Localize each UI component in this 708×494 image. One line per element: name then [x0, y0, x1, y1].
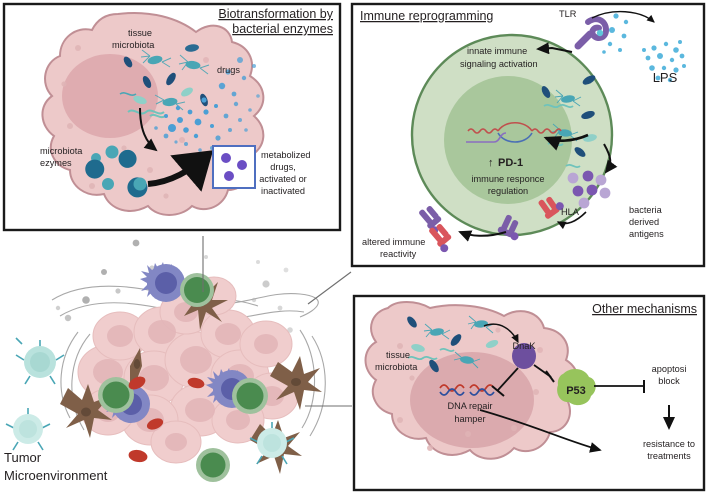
- label-enzymes-line2: ezymes: [40, 158, 72, 168]
- p53-protein-icon: [557, 368, 596, 406]
- label-dna-repair-line2: hamper: [454, 414, 485, 424]
- lps-particles-icon: [642, 40, 686, 83]
- bacteria-icon: [119, 44, 210, 119]
- dna-helix-icon: [439, 384, 495, 396]
- tumor-microenvironment-illustration: Tumor Microenvironment: [4, 236, 352, 483]
- panel-biotransformation: Biotransformation by bacterial enzymes t…: [2, 2, 342, 232]
- drug-particles-icon: [154, 57, 260, 152]
- label-metabolized-line3: activated or: [259, 174, 307, 184]
- label-apoptosis-line1: apoptosi: [652, 364, 687, 374]
- label-antigens-line3: antigens: [629, 229, 664, 239]
- label-dna-repair-line1: DNA repair: [448, 401, 493, 411]
- red-blood-cell-icon: [128, 376, 205, 463]
- other-label-tissue-line1: tissue: [386, 350, 410, 360]
- connector-lines-icon: [202, 236, 352, 407]
- virus-icon: [5, 337, 295, 465]
- label-altered-line1: altered immune: [362, 237, 425, 247]
- dnak-inhibit-p53-bar: [545, 370, 555, 383]
- label-altered-line2: reactivity: [380, 249, 417, 259]
- label-resistance-line1: resistance to: [643, 439, 695, 449]
- other-title: Other mechanisms: [592, 302, 697, 316]
- label-lps: LPS: [653, 70, 678, 85]
- immune-cell-nucleus-icon: [444, 76, 572, 204]
- biotransformation-title-line1: Biotransformation by: [218, 7, 333, 21]
- arrow-antigens-to-hla: [556, 211, 587, 230]
- other-nucleus-icon: [410, 352, 534, 448]
- internal-bacteria-icon: [541, 75, 597, 169]
- label-metabolized-line1: metabolized: [261, 150, 311, 160]
- dnak-protein-icon: [512, 343, 536, 369]
- label-innate-line1: innate immune: [467, 46, 527, 56]
- arrow-bacteria-to-dnak: [483, 323, 519, 344]
- dnak-inhibit-dna-line: [497, 367, 519, 391]
- pd1-arrow: ↑: [488, 157, 494, 169]
- dna-transcription-icon: [466, 121, 562, 143]
- metabolized-drug-box: [212, 145, 256, 189]
- arrow-tlr-to-signaling: [536, 42, 573, 55]
- label-dnak: DnaK: [513, 341, 537, 351]
- label-p53: P53: [566, 385, 586, 397]
- label-antigens-line2: derived: [629, 217, 659, 227]
- arrow-bacteria-to-antigens: [603, 143, 618, 174]
- label-tlr: TLR: [559, 9, 577, 19]
- tumor-label-line2: Microenvironment: [4, 468, 108, 483]
- label-pd1: PD-1: [498, 157, 523, 169]
- dnak-inhibit-dna-bar: [491, 385, 505, 397]
- enzyme-icon: [85, 143, 148, 198]
- label-antigens-line1: bacteria: [629, 205, 663, 215]
- panel-immune-reprogramming: Immune reprogramming TLR LPS innate immu…: [350, 2, 706, 268]
- label-apoptosis-line2: block: [658, 376, 680, 386]
- arrow-bacteria-to-nucleus: [543, 133, 589, 151]
- immune-cell-green-icon: [98, 273, 268, 482]
- arrow-dna-to-resistance: [479, 409, 602, 453]
- label-metabolized-line4: inactivated: [261, 186, 305, 196]
- other-label-tissue-line2: microbiota: [375, 362, 418, 372]
- arrow-drug-to-enzyme: [139, 107, 158, 152]
- label-enzymes-line1: microbiota: [40, 146, 83, 156]
- arrow-enzyme-to-product: [147, 150, 214, 192]
- label-resistance-line2: treatments: [647, 451, 691, 461]
- label-hla: HLA: [561, 207, 580, 217]
- other-bacteria-icon: [407, 315, 499, 373]
- label-drugs: drugs: [217, 65, 240, 75]
- label-regulation-line1: immune responce: [471, 174, 544, 184]
- arrow-hla-to-altered: [458, 230, 507, 242]
- label-metabolized-line2: drugs,: [270, 162, 296, 172]
- hla-receptor-icon: [419, 196, 564, 253]
- biotransformation-title-line2: bacterial enzymes: [232, 22, 333, 36]
- label-tissue-microbiota-line1: tissue: [128, 28, 152, 38]
- bacterial-antigens-icon: [567, 170, 611, 209]
- tlr-receptor-icon: [574, 16, 610, 50]
- label-tissue-microbiota-line2: microbiota: [112, 40, 155, 50]
- immune-title: Immune reprogramming: [360, 9, 493, 23]
- arrow-lps-to-tlr: [591, 10, 655, 23]
- label-innate-line2: signaling activation: [460, 59, 538, 69]
- label-regulation-line2: regulation: [488, 186, 528, 196]
- cell-nucleus-icon: [62, 54, 158, 138]
- tlr-ligand-dots-icon: [602, 13, 629, 54]
- tumor-label-line1: Tumor: [4, 450, 42, 465]
- panel-other-mechanisms: Other mechanisms tissue microbiota DnaK …: [352, 294, 706, 492]
